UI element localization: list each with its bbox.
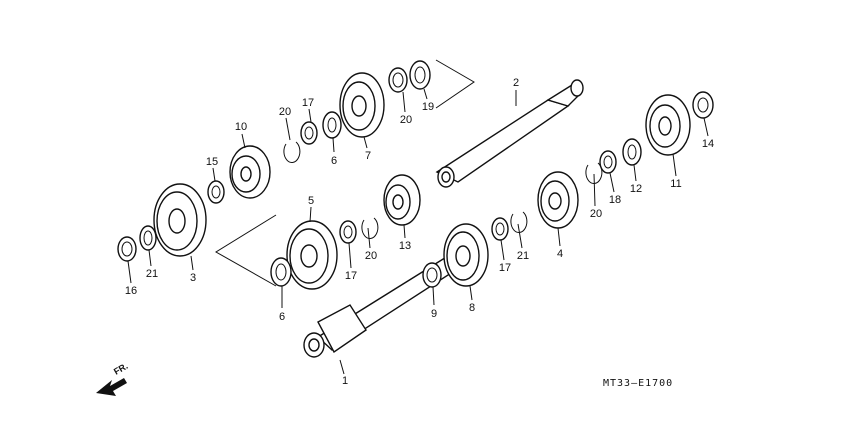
callout-5: 5 (308, 195, 314, 207)
callout-8: 8 (469, 302, 475, 314)
callout-13: 13 (399, 240, 411, 252)
needle-bearing-21 (139, 225, 157, 251)
callout-6-lower: 6 (279, 311, 285, 323)
callout-16: 16 (125, 285, 137, 297)
callout-17-a: 17 (302, 97, 314, 109)
gear-10 (229, 145, 271, 199)
callout-12: 12 (630, 183, 642, 195)
gear-5 (286, 220, 338, 290)
gear-8 (443, 223, 489, 287)
bushing-9 (422, 262, 442, 288)
gear-13 (383, 174, 421, 226)
snap-rings (283, 141, 603, 239)
needle-bearing-6-lower (270, 257, 292, 287)
gear-7 (339, 72, 385, 138)
callout-10: 10 (235, 121, 247, 133)
countershaft (435, 79, 584, 188)
callout-2: 2 (513, 77, 519, 89)
callout-17-b: 17 (345, 270, 357, 282)
front-direction-arrow-icon: FR. (96, 361, 130, 396)
needle-bearing-6-upper (322, 111, 342, 139)
callout-7: 7 (365, 150, 371, 162)
callout-15: 15 (206, 156, 218, 168)
callout-6-upper: 6 (331, 155, 337, 167)
leader-lines (127, 88, 709, 375)
callout-20-d: 20 (590, 208, 602, 220)
diagram-code: MT33–E1700 (603, 378, 673, 389)
needle-bearing-12 (622, 138, 642, 166)
callout-18: 19 (422, 101, 434, 113)
gear-11 (645, 94, 691, 156)
callout-9: 9 (431, 308, 437, 320)
callout-20-a: 20 (279, 106, 291, 118)
callout-17-c: 17 (499, 262, 511, 274)
callout-11: 11 (670, 178, 681, 190)
callout-3: 3 (190, 272, 196, 284)
callout-17-d: 18 (609, 194, 621, 206)
callout-1: 1 (342, 375, 348, 387)
callout-4: 4 (557, 248, 563, 260)
callout-19: 20 (400, 114, 412, 126)
callout-21: 21 (146, 268, 158, 280)
direction-label: FR. (112, 361, 130, 377)
callout-20-c: 21 (517, 250, 529, 262)
callout-14: 14 (702, 138, 714, 150)
callout-20-b: 20 (365, 250, 377, 262)
callout-labels: 1 2 3 4 5 6 6 7 8 9 10 11 12 13 14 15 16… (125, 77, 714, 387)
gear-4 (537, 171, 579, 229)
gear-3 (153, 183, 207, 257)
washers (117, 60, 714, 262)
bracket-lines (215, 59, 475, 287)
